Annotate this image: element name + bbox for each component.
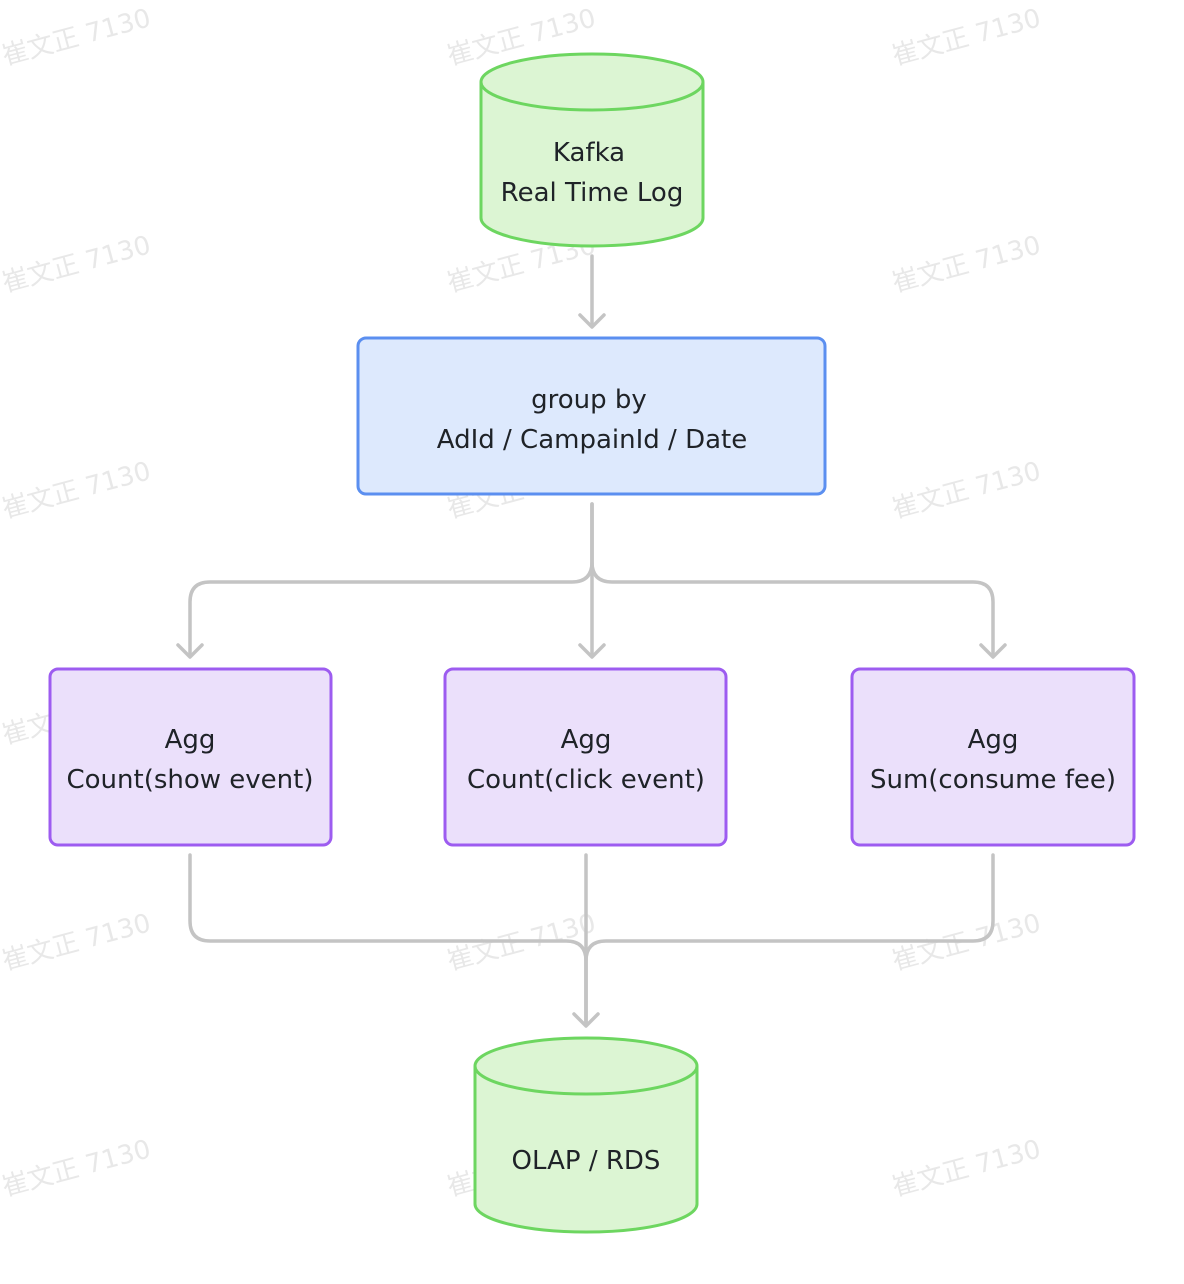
node-label: Agg (165, 725, 216, 755)
watermark: 崔文正 7130 (889, 3, 1044, 71)
node-label: OLAP / RDS (512, 1146, 661, 1176)
node-label: Real Time Log (501, 178, 684, 208)
olap-cylinder-top (473, 1036, 699, 1096)
node-label: group by (531, 385, 647, 415)
node-agg-show: Agg Count(show event) (48, 667, 333, 847)
edge-groupby-to-agg-show (188, 502, 594, 658)
node-groupby: group by AdId / CampainId / Date (356, 336, 827, 496)
arrowhead (578, 313, 606, 329)
watermark: 崔文正 7130 (889, 456, 1044, 524)
node-agg-fee: Agg Sum(consume fee) (850, 667, 1136, 847)
watermark: 崔文正 7130 (889, 230, 1044, 298)
kafka-cylinder-top (479, 52, 705, 112)
watermark: 崔文正 7130 (0, 1134, 154, 1202)
watermark: 崔文正 7130 (0, 230, 154, 298)
watermark: 崔文正 7130 (0, 3, 154, 71)
edge-agg-show-to-olap (188, 853, 588, 1027)
node-agg-click: Agg Count(click event) (443, 667, 728, 847)
node-label: AdId / CampainId / Date (437, 425, 747, 455)
node-label: Count(click event) (467, 765, 705, 795)
watermark: 崔文正 7130 (0, 908, 154, 976)
watermark: 崔文正 7130 (889, 1134, 1044, 1202)
node-olap: OLAP / RDS (473, 1036, 699, 1234)
edge-agg-fee-to-olap (584, 853, 995, 1027)
node-label: Count(show event) (66, 765, 313, 795)
arrowhead (176, 643, 204, 659)
olap-cylinder-body (473, 1066, 699, 1234)
groupby-box (356, 336, 827, 496)
agg-show-box (48, 667, 333, 847)
agg-fee-box (850, 667, 1136, 847)
node-label: Agg (561, 725, 612, 755)
arrowhead (572, 1012, 600, 1028)
arrowhead (979, 643, 1007, 659)
edge-layer (176, 254, 1007, 1028)
kafka-cylinder-body (479, 82, 705, 248)
node-label: Kafka (553, 138, 625, 168)
arrowhead (578, 643, 606, 659)
agg-click-box (443, 667, 728, 847)
node-label: Agg (968, 725, 1019, 755)
node-kafka: Kafka Real Time Log (479, 52, 705, 248)
edge-groupby-to-agg-fee (590, 502, 995, 658)
watermark: 崔文正 7130 (0, 456, 154, 524)
node-label: Sum(consume fee) (870, 765, 1116, 795)
